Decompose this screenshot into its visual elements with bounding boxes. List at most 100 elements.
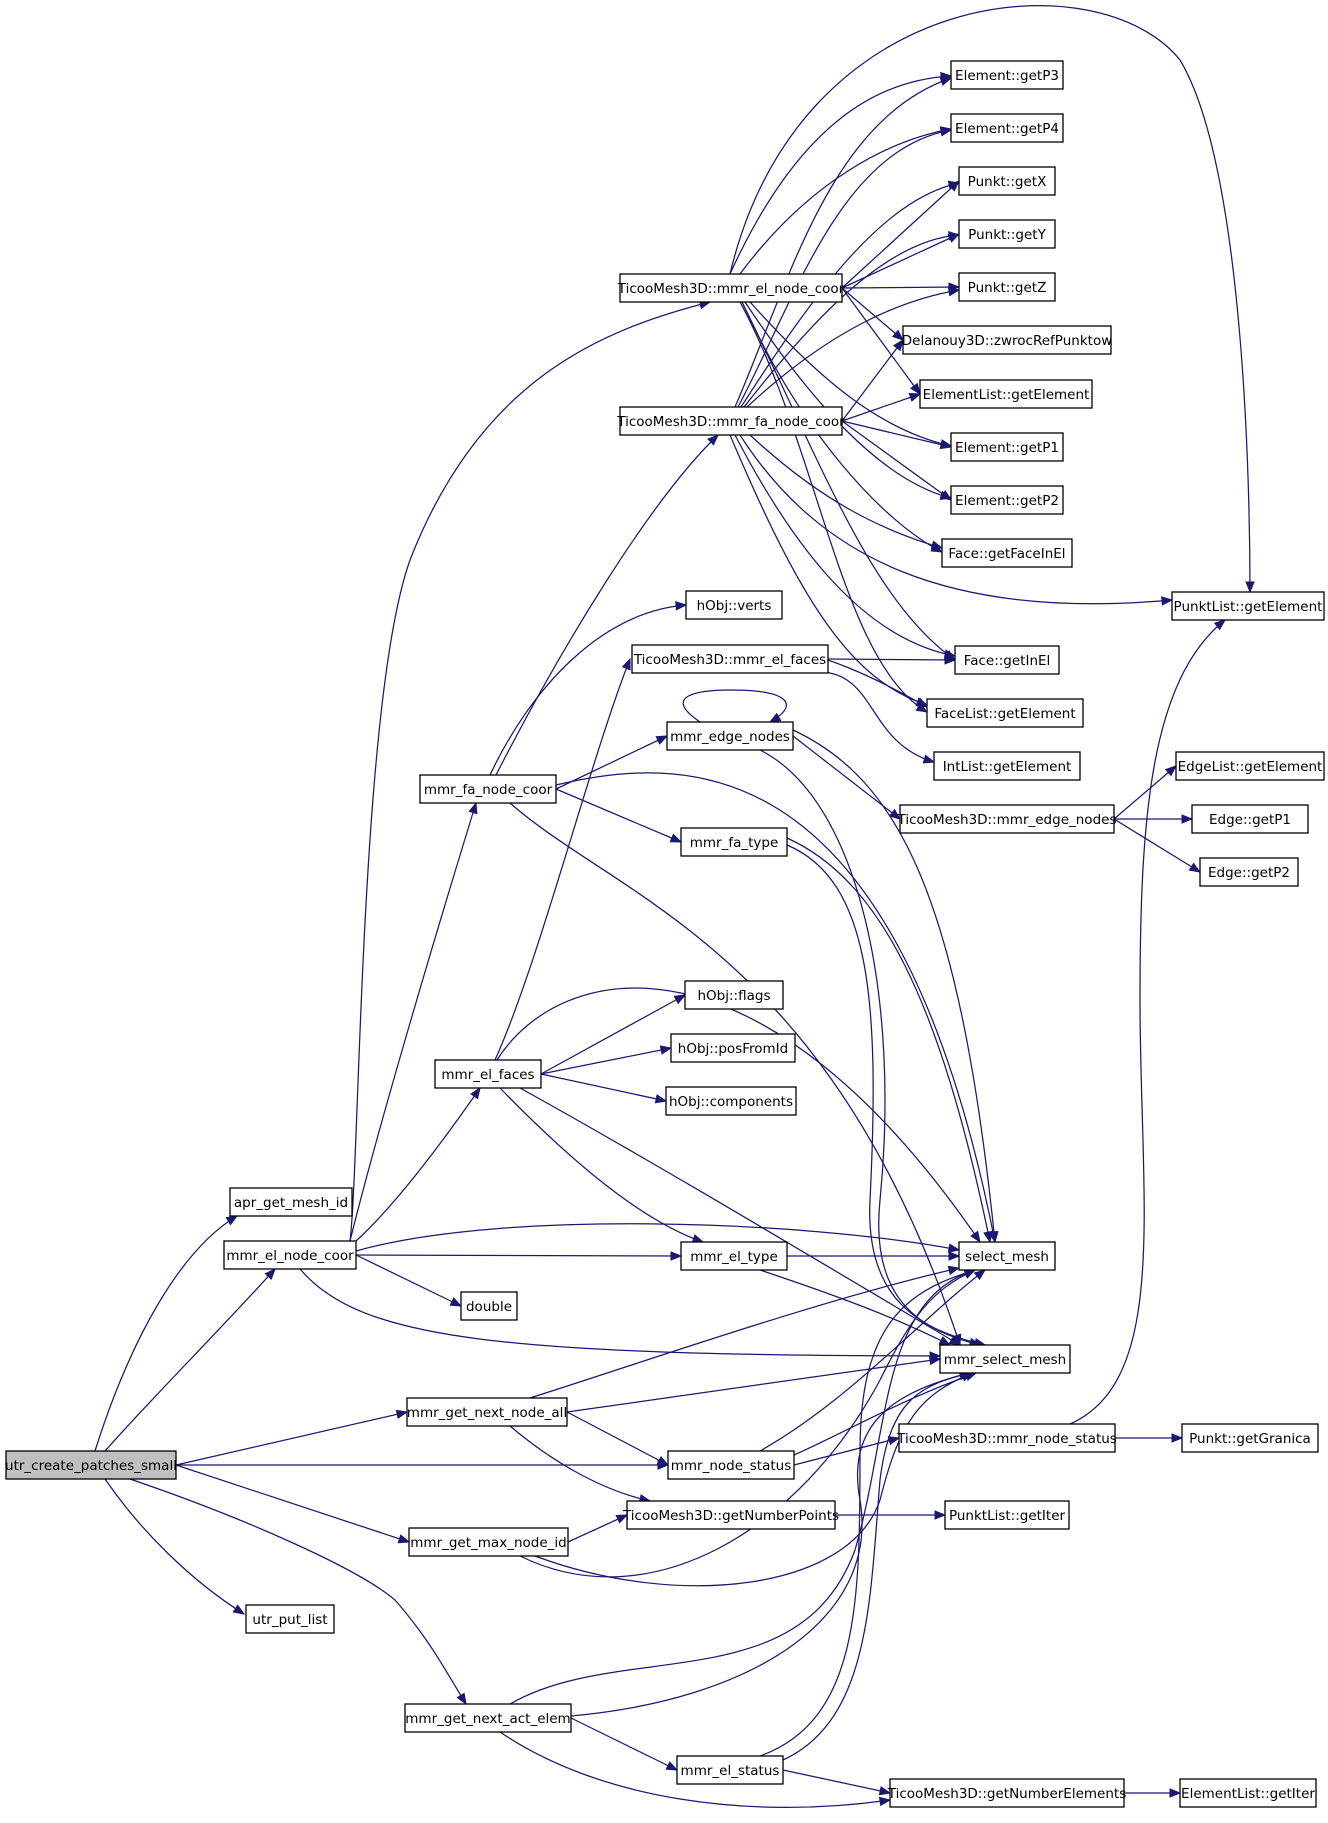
function-node[interactable]: Edge::getP2: [1199, 857, 1299, 887]
function-node[interactable]: TicooMesh3D::mmr_el_faces: [631, 644, 829, 674]
call-edge: [793, 1437, 900, 1466]
node-box: [902, 325, 1112, 355]
function-node[interactable]: TicooMesh3D::mmr_el_node_coor: [617, 273, 845, 303]
call-arrowhead: [1164, 765, 1178, 777]
function-node[interactable]: apr_get_mesh_id: [229, 1187, 353, 1217]
node-label: Element::getP3: [955, 68, 1059, 84]
function-node[interactable]: ElementList::getElement: [919, 379, 1093, 409]
function-node[interactable]: mmr_el_status: [676, 1755, 784, 1785]
function-node[interactable]: Face::getInEl: [954, 645, 1060, 675]
call-edge: [841, 420, 952, 448]
function-node[interactable]: Element::getP4: [950, 113, 1064, 143]
call-edge: [496, 987, 981, 1243]
function-node[interactable]: EdgeList::getElement: [1175, 751, 1325, 781]
node-box: [667, 1450, 795, 1480]
function-node[interactable]: hObj::flags: [684, 980, 784, 1010]
function-node[interactable]: Element::getP3: [950, 60, 1064, 90]
call-edge: [509, 802, 961, 1346]
node-label: Delanouy3D::zwrocRefPunktow: [902, 333, 1113, 349]
function-node[interactable]: utr_put_list: [245, 1604, 335, 1634]
call-edge: [841, 287, 921, 395]
node-box: [626, 1500, 836, 1530]
node-box: [670, 1033, 796, 1063]
node-box: [898, 1423, 1116, 1453]
call-edge: [827, 658, 956, 661]
node-label: Edge::getP1: [1209, 812, 1291, 828]
call-arrowhead: [934, 1510, 947, 1520]
call-arrowhead: [947, 287, 961, 297]
function-node[interactable]: ElementList::getIter: [1179, 1778, 1317, 1808]
function-node[interactable]: Element::getP1: [950, 432, 1064, 462]
node-box: [434, 1059, 542, 1089]
function-node[interactable]: TicooMesh3D::getNumberElements: [887, 1778, 1126, 1808]
function-node[interactable]: hObj::verts: [685, 590, 783, 620]
function-node[interactable]: mmr_fa_node_coor: [419, 774, 557, 804]
call-edge: [1113, 818, 1201, 873]
call-arrowhead: [225, 1215, 239, 1226]
call-arrowhead: [707, 434, 719, 446]
function-node[interactable]: Punkt::getX: [958, 166, 1056, 196]
node-box: [5, 1450, 177, 1480]
node-label: hObj::verts: [697, 598, 772, 614]
node-label: PunktList::getElement: [1174, 599, 1323, 615]
call-arrowhead: [654, 1094, 668, 1104]
call-arrowhead: [670, 1251, 683, 1261]
root-function-node[interactable]: utr_create_patches_small: [5, 1450, 177, 1480]
function-node[interactable]: Punkt::getZ: [958, 272, 1056, 302]
call-edge: [355, 1254, 462, 1307]
function-node[interactable]: Face::getFaceInEl: [941, 538, 1073, 568]
call-edge: [841, 339, 904, 422]
function-node[interactable]: mmr_get_next_act_elem: [404, 1703, 572, 1733]
call-edge: [1113, 765, 1177, 820]
call-edge: [739, 434, 1173, 605]
function-node[interactable]: FaceList::getElement: [926, 698, 1084, 728]
function-node[interactable]: mmr_get_max_node_id: [408, 1527, 569, 1557]
node-box: [950, 485, 1064, 515]
call-arrowhead: [939, 76, 953, 86]
function-node[interactable]: mmr_edge_nodes: [666, 721, 794, 751]
function-node[interactable]: TicooMesh3D::mmr_edge_nodes: [897, 804, 1117, 834]
function-node[interactable]: mmr_fa_type: [680, 827, 788, 857]
function-node[interactable]: PunktList::getIter: [944, 1500, 1070, 1530]
node-label: mmr_node_status: [671, 1458, 792, 1474]
function-node[interactable]: double: [460, 1291, 518, 1321]
call-edge: [540, 1073, 667, 1102]
function-node[interactable]: Edge::getP1: [1191, 804, 1309, 834]
call-edge: [734, 434, 956, 657]
node-box: [950, 60, 1064, 90]
node-label: utr_put_list: [252, 1612, 327, 1628]
function-node[interactable]: TicooMesh3D::mmr_fa_node_coor: [616, 406, 845, 436]
function-node[interactable]: TicooMesh3D::mmr_node_status: [896, 1423, 1117, 1453]
function-node[interactable]: mmr_el_type: [680, 1241, 788, 1271]
function-node[interactable]: mmr_select_mesh: [939, 1344, 1071, 1374]
node-box: [950, 432, 1064, 462]
call-arrowhead: [1161, 596, 1174, 606]
call-arrowhead: [675, 601, 688, 611]
call-edge: [540, 994, 686, 1075]
function-node[interactable]: Element::getP2: [950, 485, 1064, 515]
function-node[interactable]: mmr_el_node_coor: [223, 1240, 357, 1270]
call-arrowhead: [1213, 619, 1227, 631]
node-label: apr_get_mesh_id: [234, 1195, 348, 1211]
function-node[interactable]: mmr_get_next_node_all: [406, 1397, 568, 1427]
function-node[interactable]: hObj::components: [665, 1086, 797, 1116]
function-node[interactable]: hObj::posFromId: [670, 1033, 796, 1063]
call-arrowhead: [656, 1455, 670, 1466]
function-node[interactable]: mmr_node_status: [667, 1450, 795, 1480]
function-node[interactable]: IntList::getElement: [933, 751, 1081, 781]
function-node[interactable]: PunktList::getElement: [1171, 591, 1325, 621]
call-edge: [786, 837, 991, 1243]
node-label: mmr_get_max_node_id: [410, 1535, 566, 1551]
function-node[interactable]: select_mesh: [958, 1241, 1056, 1271]
call-edge: [682, 689, 787, 723]
function-node[interactable]: Punkt::getY: [958, 219, 1056, 249]
call-edge: [841, 286, 960, 289]
call-edge: [759, 1269, 976, 1757]
function-node[interactable]: Punkt::getGranica: [1181, 1423, 1319, 1453]
node-box: [666, 721, 794, 751]
call-edge: [841, 420, 952, 501]
function-node[interactable]: TicooMesh3D::getNumberPoints: [622, 1500, 839, 1530]
node-box: [404, 1703, 572, 1733]
function-node[interactable]: Delanouy3D::zwrocRefPunktow: [902, 325, 1113, 355]
function-node[interactable]: mmr_el_faces: [434, 1059, 542, 1089]
